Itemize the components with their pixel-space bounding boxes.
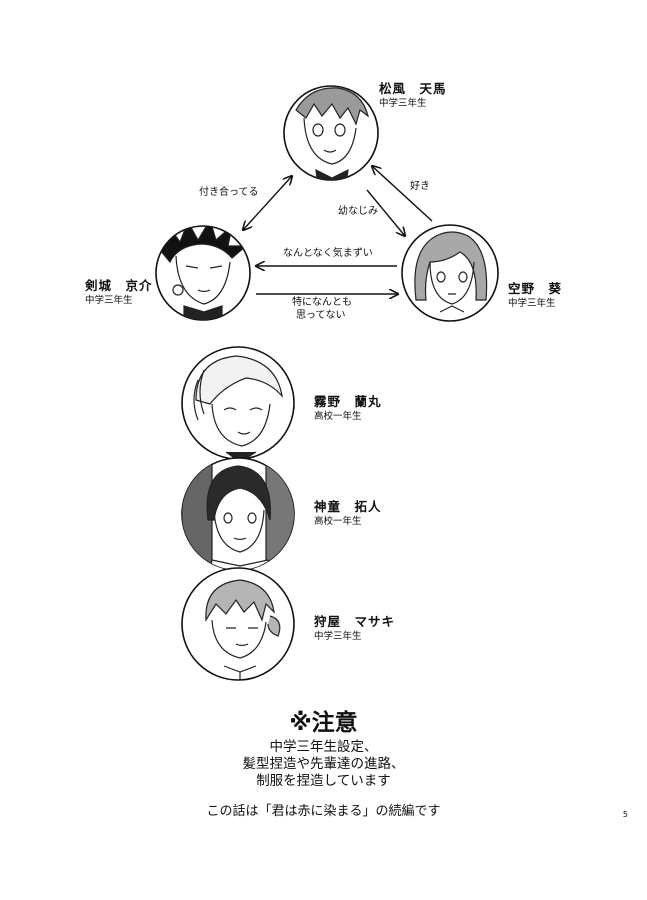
grade-kyosuke: 中学三年生 [85,295,133,306]
grade-ranmaru: 高校一年生 [314,411,362,422]
notice-title: ※注意 [289,710,358,736]
name-aoi: 空野 葵 [508,281,563,296]
relation-label-indifferent-1: 特になんとも [292,297,352,308]
portrait-tenma [283,85,379,181]
relation-label-awkward: なんとなく気まずい [283,248,373,259]
portrait-aoi [401,224,499,322]
grade-takuto: 高校一年生 [314,516,362,527]
relation-label-childhood-friends: 幼なじみ [338,206,378,217]
arrow-dating [243,176,292,230]
grade-aoi: 中学三年生 [508,298,556,309]
portrait-masaki [181,567,295,681]
name-tenma: 松風 天馬 [379,81,447,96]
portrait-takuto [181,457,295,571]
notice-line-2: 髪型捏造や先輩達の進路、 [242,756,405,772]
arrow-likes [372,166,433,222]
grade-tenma: 中学三年生 [379,98,427,109]
grade-masaki: 中学三年生 [314,631,362,642]
relation-label-indifferent-2: 思ってない [296,310,346,321]
relationship-diagram [155,85,499,681]
notice-line-3: 制服を捏造しています [256,773,391,789]
page-number: 5 [622,810,628,819]
sequel-note: この話は「君は赤に染まる」の続編です [206,804,441,819]
name-masaki: 狩屋 マサキ [314,614,396,629]
name-takuto: 神童 拓人 [314,499,382,514]
name-kyosuke: 剣城 京介 [85,278,153,293]
portrait-ranmaru [181,346,295,460]
portrait-kyosuke [155,225,251,321]
arrow-childhood-friends [366,189,405,236]
relation-label-likes: 好き [410,181,430,192]
name-ranmaru: 霧野 蘭丸 [314,394,382,409]
relation-label-dating: 付き合ってる [199,187,259,198]
notice-line-1: 中学三年生設定、 [269,739,378,755]
